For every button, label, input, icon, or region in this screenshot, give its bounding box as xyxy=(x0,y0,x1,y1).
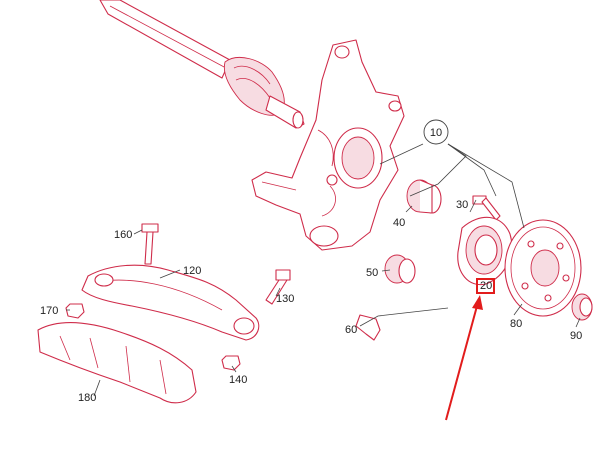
bolt-30 xyxy=(472,195,501,221)
wheel-carrier xyxy=(251,39,405,251)
wheel-hub-20 xyxy=(457,216,513,286)
nut-140 xyxy=(221,355,241,371)
label-10: 10 xyxy=(430,127,442,139)
label-80: 80 xyxy=(510,318,522,330)
label-160: 160 xyxy=(114,229,132,241)
clip-60 xyxy=(355,314,381,341)
label-60: 60 xyxy=(345,324,357,336)
label-30: 30 xyxy=(456,199,468,211)
bushing-50 xyxy=(384,254,416,284)
highlight-arrow xyxy=(445,295,483,421)
nut-170 xyxy=(65,303,85,319)
bolt-160 xyxy=(141,223,159,265)
highlight-box xyxy=(476,278,495,294)
label-180: 180 xyxy=(78,392,96,404)
label-170: 170 xyxy=(40,305,58,317)
label-130: 130 xyxy=(276,293,294,305)
label-120: 120 xyxy=(183,265,201,277)
label-40: 40 xyxy=(393,217,405,229)
label-90: 90 xyxy=(570,330,582,342)
label-20: 20 xyxy=(480,280,492,292)
hub-nut-90 xyxy=(571,293,593,321)
callout-10: 10 xyxy=(423,119,449,145)
leader-lines xyxy=(66,143,581,397)
control-arm-120 xyxy=(81,264,260,341)
label-140: 140 xyxy=(229,374,247,386)
drive-shaft xyxy=(99,0,305,129)
brake-disc-80 xyxy=(504,219,582,317)
label-50: 50 xyxy=(366,267,378,279)
cover-180 xyxy=(37,322,197,404)
bolt-130 xyxy=(265,269,291,305)
